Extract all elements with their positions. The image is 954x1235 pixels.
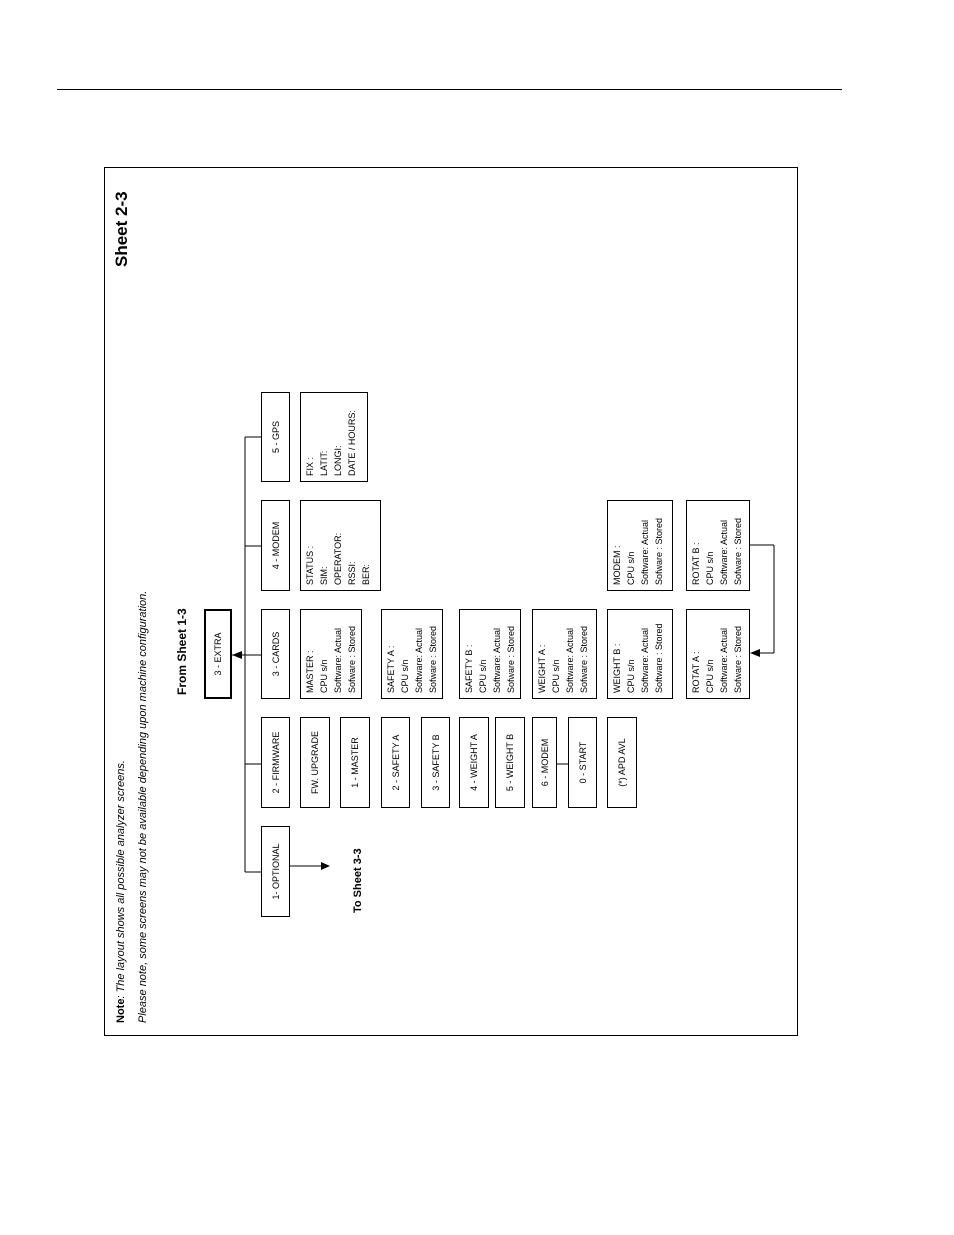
from-sheet-label: From Sheet 1-3 bbox=[175, 608, 189, 695]
fw-start-node: 0 - START bbox=[568, 717, 597, 808]
fw-apd-node: (*) APD AVL bbox=[607, 717, 637, 808]
cards-weight-b-panel: WEIGHT B : CPU s/n Software: Actual Soft… bbox=[607, 609, 673, 699]
fw-weight-b-node: 5 - WEIGHT B bbox=[495, 717, 525, 808]
cards-safety-a-panel: SAFETY A : CPU s/n Software: Actual Sofw… bbox=[381, 609, 443, 699]
cards-node: 3 - CARDS bbox=[261, 609, 290, 699]
cards-weight-a-panel: WEIGHT A : CPU s/n Software: Actual Sofw… bbox=[532, 609, 597, 699]
fw-safety-b-node: 3 - SAFETY B bbox=[421, 717, 450, 808]
note-line-1: Note: The layout shows all possible anal… bbox=[115, 760, 127, 1023]
cards-master-panel: MASTER : CPU s/n Software: Actual Sofwar… bbox=[300, 609, 362, 699]
fw-modem-node: 6 - MODEM bbox=[532, 717, 557, 808]
cards-modem-panel: MODEM : CPU s/n Software: Actual Sofware… bbox=[607, 500, 673, 591]
gps-node: 5 - GPS bbox=[261, 392, 290, 482]
cards-rotat-a-panel: ROTAT A : CPU s/n Software: Actual Sofwa… bbox=[686, 609, 750, 699]
cards-rotat-b-panel: ROTAT B : CPU s/n Software: Actual Sofwa… bbox=[686, 500, 750, 591]
optional-node: 1- OPTIONAL bbox=[261, 826, 290, 917]
note-text-2: Please note, some screens may not be ava… bbox=[137, 590, 149, 1023]
top-rule bbox=[57, 89, 842, 90]
to-sheet-label: To Sheet 3-3 bbox=[352, 848, 364, 913]
note-line-2: Please note, some screens may not be ava… bbox=[137, 591, 149, 1023]
note-text-1: : The layout shows all possible analyzer… bbox=[115, 760, 127, 999]
modem-status-panel: STATUS : SIM: OPERATOR: RSSI: BER: bbox=[300, 500, 381, 591]
extra-node: 3 - EXTRA bbox=[204, 609, 232, 699]
note-prefix: Note bbox=[115, 998, 127, 1023]
fw-master-node: 1 - MASTER bbox=[340, 717, 370, 808]
fw-weight-a-node: 4 - WEIGHT A bbox=[459, 717, 489, 808]
diagram-frame bbox=[104, 167, 798, 1036]
fw-upgrade-node: FW. UPGRADE bbox=[300, 717, 330, 808]
gps-info-panel: FIX : LATIT: LONGI: DATE / HOURS: bbox=[300, 392, 368, 482]
fw-safety-a-node: 2 - SAFETY A bbox=[381, 717, 410, 808]
sheet-title: Sheet 2-3 bbox=[112, 191, 131, 267]
modem-node: 4 - MODEM bbox=[261, 500, 290, 591]
cards-safety-b-panel: SAFETY B : CPU s/n Software: Actual Sofw… bbox=[459, 609, 521, 699]
firmware-node: 2 - FIRMWARE bbox=[261, 717, 290, 808]
